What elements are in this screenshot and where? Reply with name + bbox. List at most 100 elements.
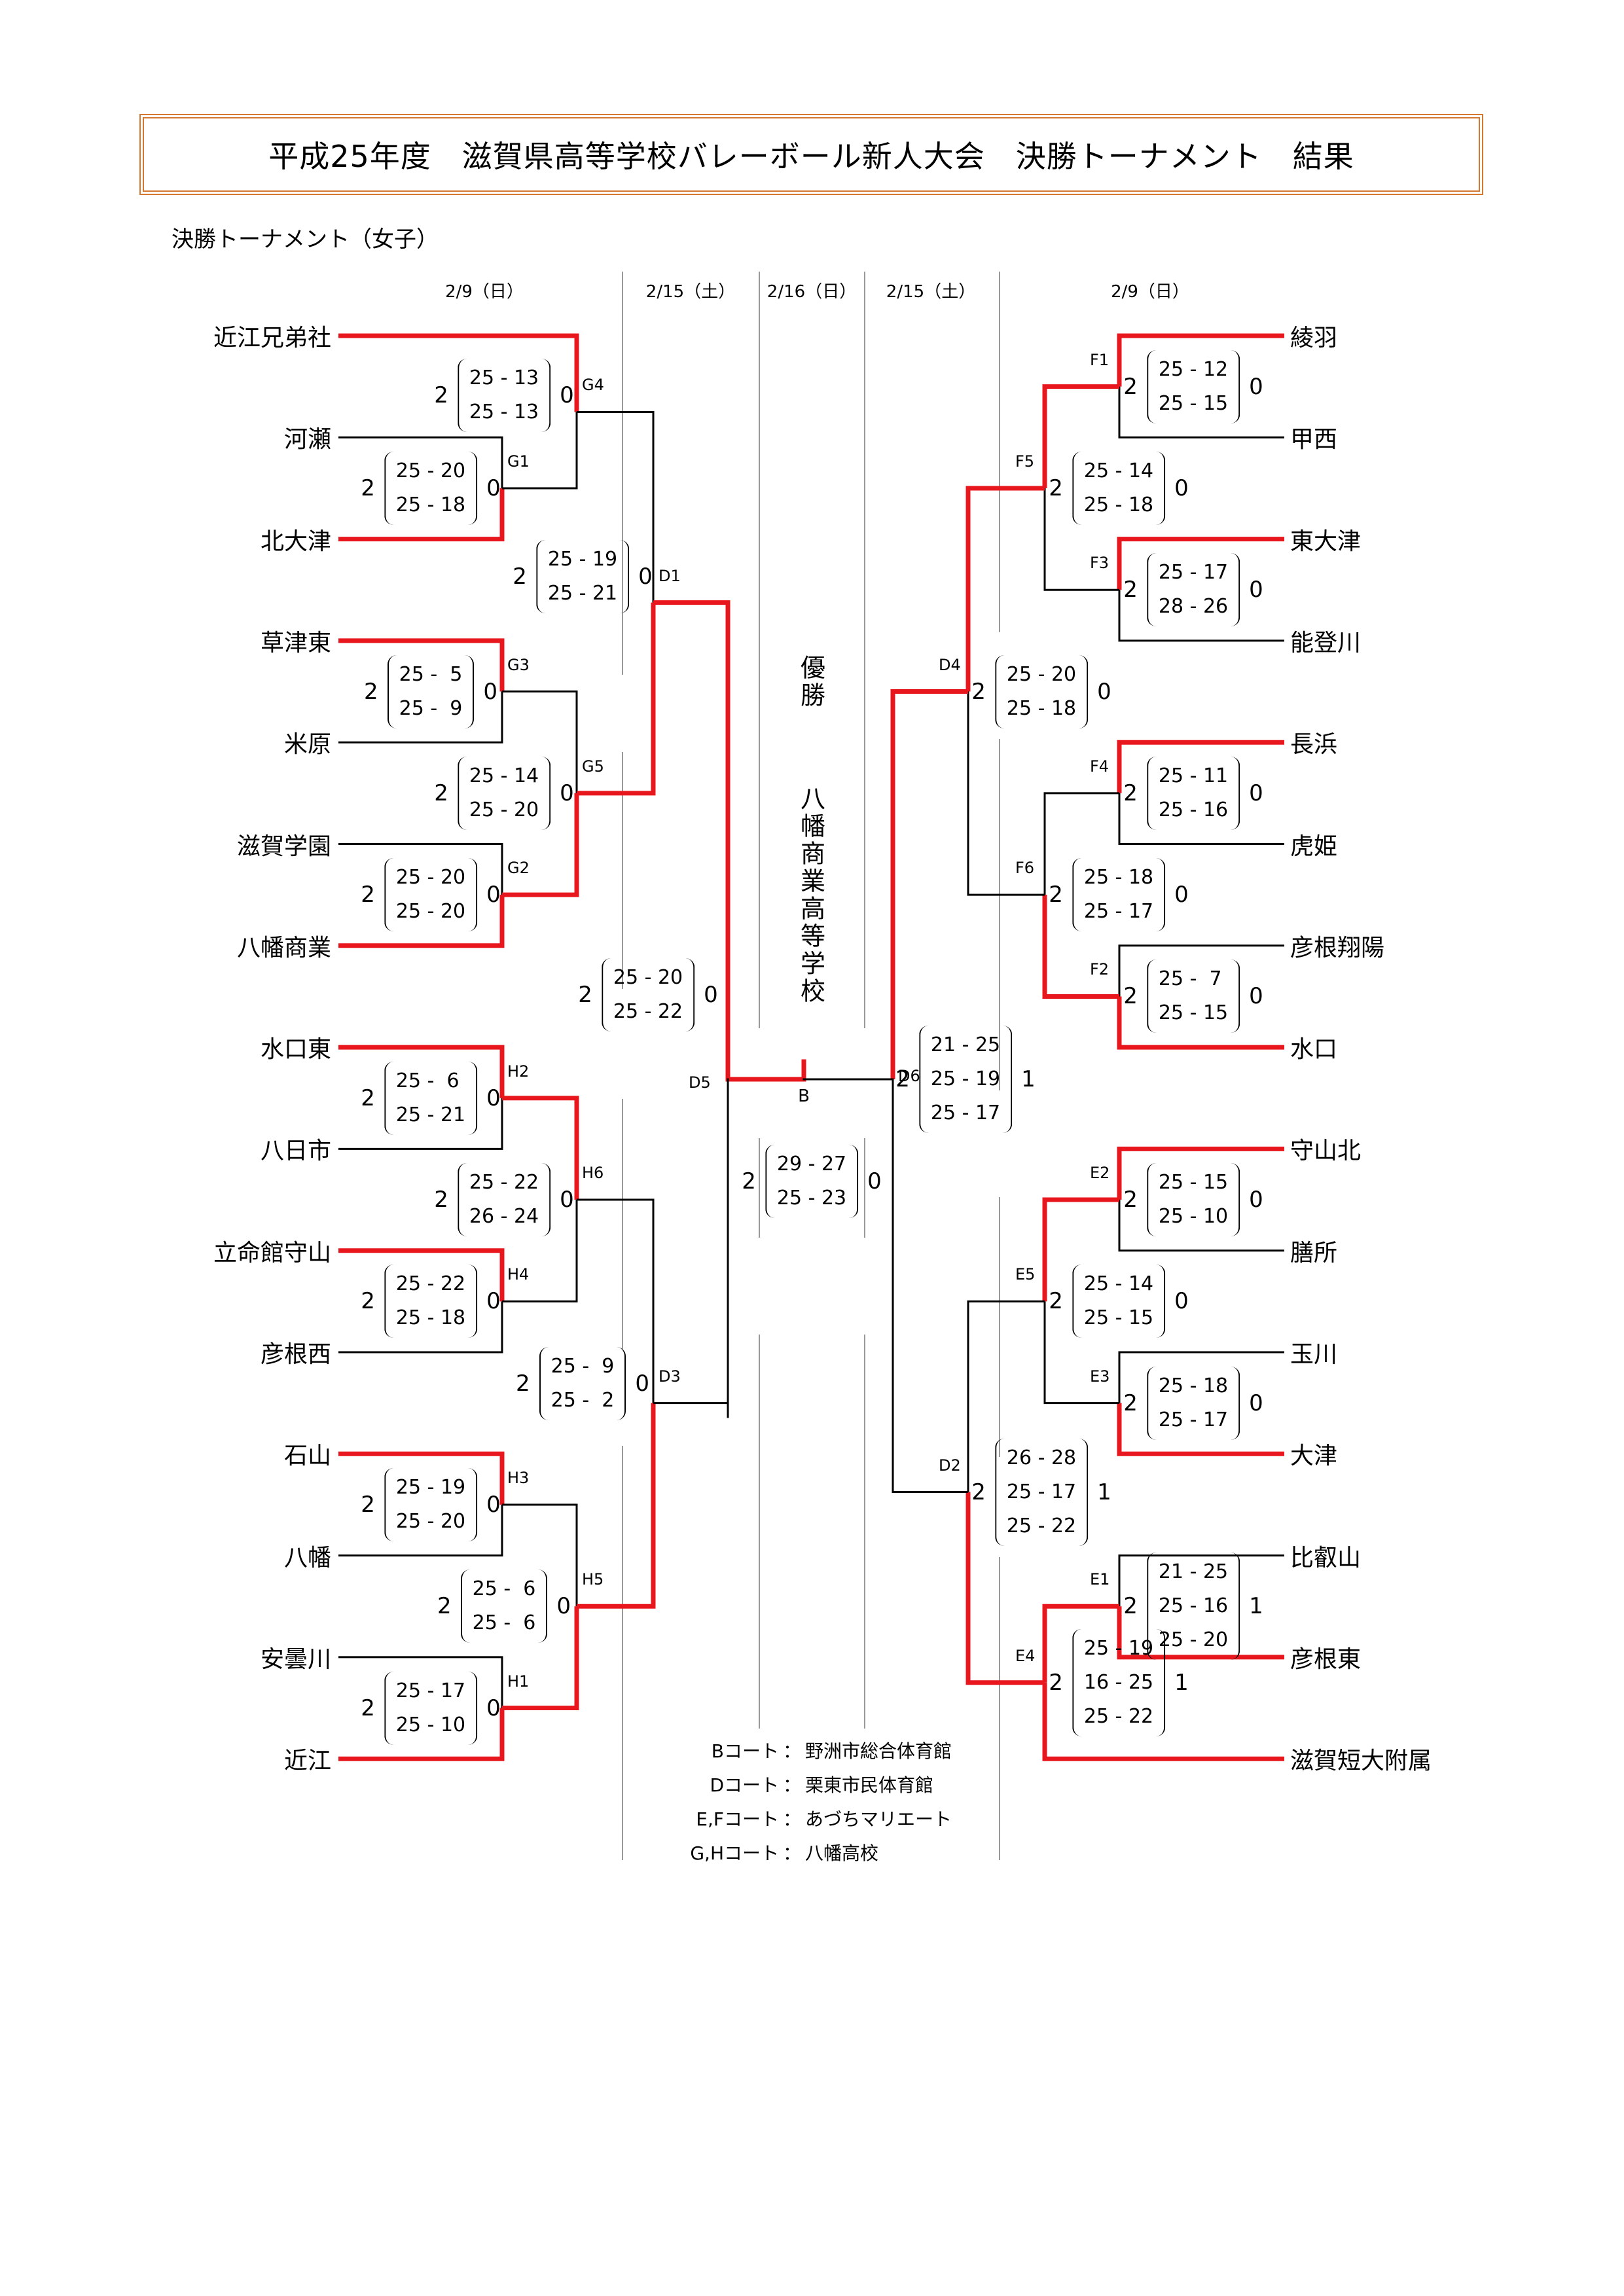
bracket-line [965, 486, 1045, 692]
legend-row: G,Hコート：八幡高校 [668, 1837, 952, 1871]
sets-lost: 0 [704, 982, 718, 1008]
sets-won: 2 [513, 563, 527, 590]
sets-won: 2 [434, 382, 448, 409]
bracket-line [1042, 1197, 1119, 1302]
sets-won: 2 [437, 1593, 452, 1620]
sets-lost: 0 [560, 382, 574, 409]
legend-venue: 野洲市総合体育館 [805, 1740, 952, 1762]
set-score: 26 - 28 [1006, 1446, 1077, 1469]
set-score: 25 - 18 [1083, 493, 1154, 516]
sets-lost: 0 [1174, 475, 1189, 501]
sets-lost: 0 [635, 1370, 649, 1397]
bracket-line [1117, 740, 1284, 793]
bracket-line [1042, 1682, 1284, 1761]
legend-venue: 八幡高校 [805, 1842, 879, 1864]
date-right-round3: 2/15（土） [886, 282, 976, 302]
bracket-line [577, 1198, 655, 1403]
set-score: 25 - 23 [776, 1187, 847, 1210]
set-score: 25 - 13 [469, 401, 539, 424]
legend-sep: ： [782, 1808, 801, 1830]
match-label: F5 [1015, 452, 1035, 471]
legend-court: Dコート [710, 1774, 779, 1796]
match-label: G3 [507, 655, 530, 674]
legend-court: G,Hコート [690, 1842, 779, 1864]
set-score: 25 - 20 [395, 1509, 466, 1533]
set-score: 25 - 6 [395, 1069, 460, 1092]
bracket-line [1043, 488, 1119, 591]
team-name: 安曇川 [260, 1645, 331, 1673]
sets-lost: 1 [1021, 1066, 1036, 1092]
legend-sep: ： [782, 1842, 801, 1864]
match-label: D1 [659, 566, 681, 585]
match-label: F2 [1090, 960, 1110, 979]
team-name: 立命館守山 [213, 1239, 331, 1266]
team-name: 米原 [283, 731, 331, 759]
bracket-line [577, 602, 656, 796]
team-name: 彦根東 [1290, 1645, 1362, 1673]
team-name: 玉川 [1290, 1341, 1338, 1368]
match-label: F1 [1090, 350, 1110, 369]
bracket-line [1117, 1606, 1284, 1660]
match-label: D4 [939, 655, 961, 674]
set-score: 25 - 18 [1158, 1374, 1229, 1397]
bracket-line [1118, 1200, 1284, 1252]
sets-won: 2 [361, 1288, 375, 1315]
legend-row: Dコート：栗東市民体育館 [668, 1768, 952, 1803]
team-name: 河瀬 [283, 426, 331, 454]
bracket-line [965, 1492, 1045, 1685]
bracket-line [653, 600, 731, 1079]
sets-lost: 0 [486, 1085, 501, 1111]
set-score: 25 - 15 [1158, 1001, 1229, 1025]
team-name: 北大津 [260, 528, 331, 555]
team-name: 水口 [1290, 1036, 1338, 1064]
bracket-line [1043, 792, 1119, 895]
sets-won: 2 [361, 475, 375, 501]
date-left-round3: 2/15（土） [645, 282, 736, 302]
team-name: 滋賀学園 [236, 833, 331, 860]
set-score: 25 - 6 [472, 1611, 536, 1635]
sets-won: 2 [971, 1479, 986, 1505]
date-final: 2/16（日） [767, 282, 857, 302]
set-score: 16 - 25 [1083, 1670, 1154, 1694]
sets-won: 2 [361, 1491, 375, 1518]
match-label: E1 [1090, 1570, 1110, 1589]
sets-lost: 0 [486, 882, 501, 908]
bracket-line [338, 1656, 503, 1708]
sets-lost: 0 [483, 678, 497, 705]
match-label: F4 [1090, 757, 1110, 776]
team-name: 近江兄弟社 [213, 325, 331, 351]
set-scores: 25 - 7 25 - 15 [1146, 960, 1240, 1033]
champion-team: 八幡商業高等学校 [796, 785, 825, 1005]
set-score: 25 - 7 [1158, 967, 1222, 991]
team-name: 守山北 [1290, 1138, 1362, 1165]
team-name: 八幡商業 [236, 934, 331, 961]
bracket-line [502, 412, 578, 490]
sets-won: 2 [1123, 1390, 1138, 1416]
bracket-line [338, 333, 579, 412]
team-name: 大津 [1290, 1443, 1338, 1470]
set-score: 25 - 13 [469, 367, 539, 390]
sets-won: 2 [1123, 1187, 1138, 1213]
sets-won: 2 [1049, 882, 1063, 908]
bracket-line [338, 1098, 503, 1150]
team-name: 八幡 [283, 1544, 331, 1571]
set-score: 25 - 20 [395, 459, 466, 482]
